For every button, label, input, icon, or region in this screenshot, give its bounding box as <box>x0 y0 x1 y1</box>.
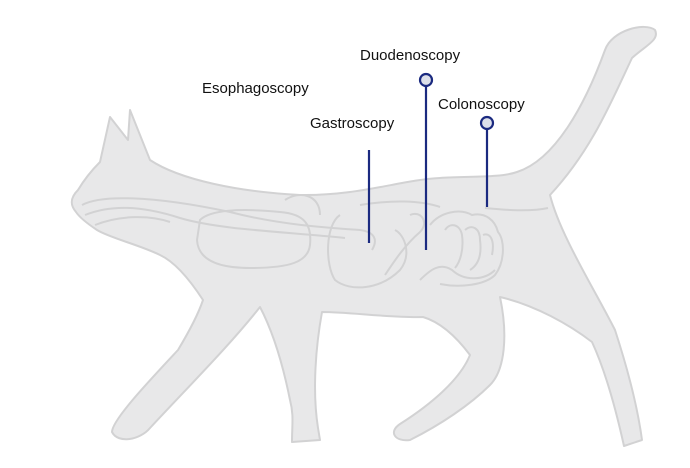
colonoscopy-pointer <box>479 115 495 207</box>
cat-silhouette <box>70 25 657 447</box>
colonoscopy-label: Colonoscopy <box>438 96 525 113</box>
duodenoscopy-pointer <box>418 72 434 250</box>
gastroscopy-label: Gastroscopy <box>310 115 395 132</box>
duodenoscopy-label: Duodenoscopy <box>360 47 461 64</box>
esophagoscopy-label: Esophagoscopy <box>202 80 309 97</box>
duodenoscopy-marker[interactable] <box>418 72 434 88</box>
internal-organs <box>81 194 549 289</box>
colonoscopy-marker[interactable] <box>479 115 495 131</box>
